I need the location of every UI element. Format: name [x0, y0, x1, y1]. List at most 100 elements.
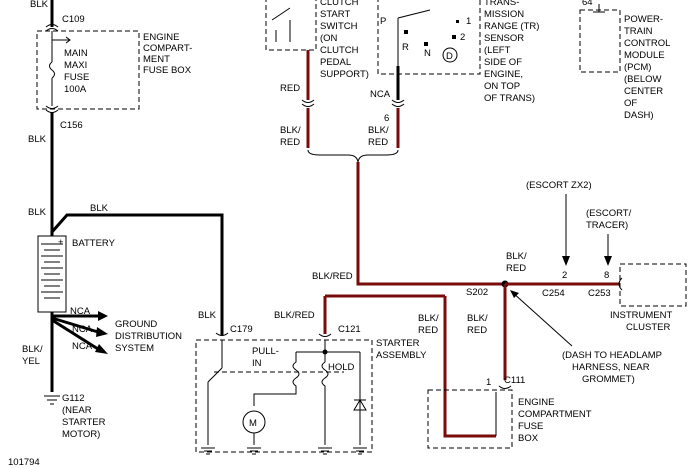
wire-color-label: NCA — [72, 341, 93, 352]
fuse-box-label: MENT — [143, 54, 170, 65]
tr-sensor-label: RANGE (TR) — [484, 21, 539, 32]
starter-assembly-label: STARTER — [376, 338, 420, 349]
tr-switch-contact-icon — [397, 9, 431, 66]
connector-symbol — [391, 99, 405, 107]
pcm-label: DASH) — [624, 110, 654, 121]
tr-position-label: 1 — [466, 16, 471, 27]
ground-distribution-label: GROUND — [115, 319, 157, 330]
fuse-box-label: COMPARTMENT — [518, 409, 592, 420]
ground-symbols — [201, 447, 367, 455]
ground-label: STARTER — [62, 417, 106, 428]
engine-compartment-fuse-box-outline — [36, 30, 140, 110]
fuse-label: FUSE — [64, 72, 89, 83]
connector-label: C156 — [60, 120, 83, 131]
brace-symbol — [307, 149, 399, 163]
fuse-box-label: ENGINE — [143, 32, 179, 43]
motor-label: M — [249, 418, 257, 429]
leader-line — [511, 291, 573, 347]
variant-label: (ESCORT ZX2) — [526, 180, 592, 191]
pcm-outline — [579, 9, 621, 73]
clutch-switch-label: SUPPORT) — [320, 69, 369, 80]
splice-location-label: HARNESS, NEAR — [572, 362, 650, 373]
ground-label: MOTOR) — [62, 429, 100, 440]
ground-label: G112 — [62, 393, 85, 404]
solenoid-switch-icon — [207, 367, 223, 445]
wire-color-label: RED — [280, 83, 300, 94]
connector-symbol — [318, 333, 332, 337]
coil-label: PULL- — [252, 346, 279, 357]
pcm-label: CENTER — [624, 86, 663, 97]
wire-color-label: BLK/ — [418, 313, 439, 324]
instrument-cluster-label: INSTRUMENT — [610, 310, 672, 321]
tr-position-label: D — [446, 51, 453, 62]
clutch-switch-label: CLUTCH — [320, 45, 359, 56]
tr-sensor-label: (LEFT — [484, 45, 511, 56]
hold-coil-icon — [321, 352, 329, 445]
wire-color-label: BLK — [28, 134, 47, 145]
fuse-box-label: COMPART- — [143, 43, 192, 54]
diode-icon — [353, 352, 367, 445]
wire-color-label: NCA — [70, 306, 91, 317]
connector-symbol — [301, 99, 315, 107]
pull-in-coil-icon — [253, 352, 300, 406]
coil-label: IN — [252, 358, 262, 369]
variant-label: TRACER) — [586, 220, 628, 231]
arrow-icon — [562, 256, 570, 266]
fuse-box-label: BOX — [518, 433, 539, 444]
fuse-label: MAXI — [64, 60, 87, 71]
splice-location-label: (DASH TO HEADLAMP — [562, 350, 662, 361]
clutch-switch-label: SWITCH — [320, 21, 358, 32]
tr-position-label: N — [424, 48, 431, 59]
wire-color-label: YEL — [22, 356, 40, 367]
tr-position-label: 2 — [460, 32, 465, 43]
splice-label: S202 — [466, 287, 488, 298]
arrow-icon — [604, 256, 612, 266]
tr-position-label: P — [380, 16, 386, 27]
pcm-label: OF — [624, 98, 637, 109]
wire-blk-battery-to-starter — [50, 213, 224, 335]
tr-sensor-label: OF TRANS) — [484, 93, 535, 104]
clutch-switch-label: CLUTCH — [320, 0, 359, 8]
connector-label: C179 — [230, 324, 253, 335]
tr-contact-dots — [404, 20, 459, 46]
clutch-switch-label: (ON — [320, 33, 338, 44]
pcm-label: (PCM) — [624, 62, 651, 73]
tr-sensor-label: SIDE OF — [484, 57, 522, 68]
arrow-icon — [510, 290, 519, 298]
wire-blk-red-trunk — [356, 162, 505, 286]
connector-symbol — [498, 385, 512, 389]
engine-compartment-fuse-box-2-outline — [427, 389, 513, 449]
wire-color-label: BLK/RED — [312, 271, 353, 282]
wire-color-label: BLK/RED — [274, 310, 315, 321]
fuse-box-label: FUSE BOX — [143, 65, 192, 76]
fuse-label: MAIN — [64, 48, 88, 59]
tr-sensor-label: MISSION — [484, 9, 524, 20]
pcm-label: CONTROL — [624, 38, 670, 49]
pcm-label: POWER- — [624, 14, 663, 25]
wire-color-label: BLK — [28, 207, 47, 218]
wire-blk-red-fusebox — [443, 296, 496, 438]
pin-label: 2 — [562, 270, 567, 281]
wire-color-label: RED — [467, 325, 487, 336]
wire-color-label: RED — [506, 263, 526, 274]
pin-label: 6 — [384, 113, 389, 124]
tr-sensor-label: ON TOP — [484, 81, 520, 92]
tr-sensor-label: ENGINE, — [484, 69, 523, 80]
connector-label: C111 — [504, 375, 525, 386]
tr-sensor-outline — [377, 0, 481, 75]
tr-sensor-label: TRANS- — [484, 0, 519, 8]
pin-label: 64 — [582, 0, 593, 8]
ground-distribution-label: SYSTEM — [115, 343, 154, 354]
wire-color-label: RED — [280, 137, 300, 148]
switch-contact-icon — [271, 7, 291, 42]
wire-color-label: NCA — [370, 89, 391, 100]
connector-label: C254 — [542, 288, 565, 299]
diagram-id: 101794 — [8, 457, 40, 468]
wire-color-label: BLK — [198, 310, 217, 321]
starter-assembly-outline — [195, 339, 373, 453]
ground-label: (NEAR — [62, 405, 92, 416]
plus-sign: + — [58, 237, 64, 248]
fuse-element-icon — [49, 61, 55, 79]
battery-cells-icon — [41, 243, 63, 299]
